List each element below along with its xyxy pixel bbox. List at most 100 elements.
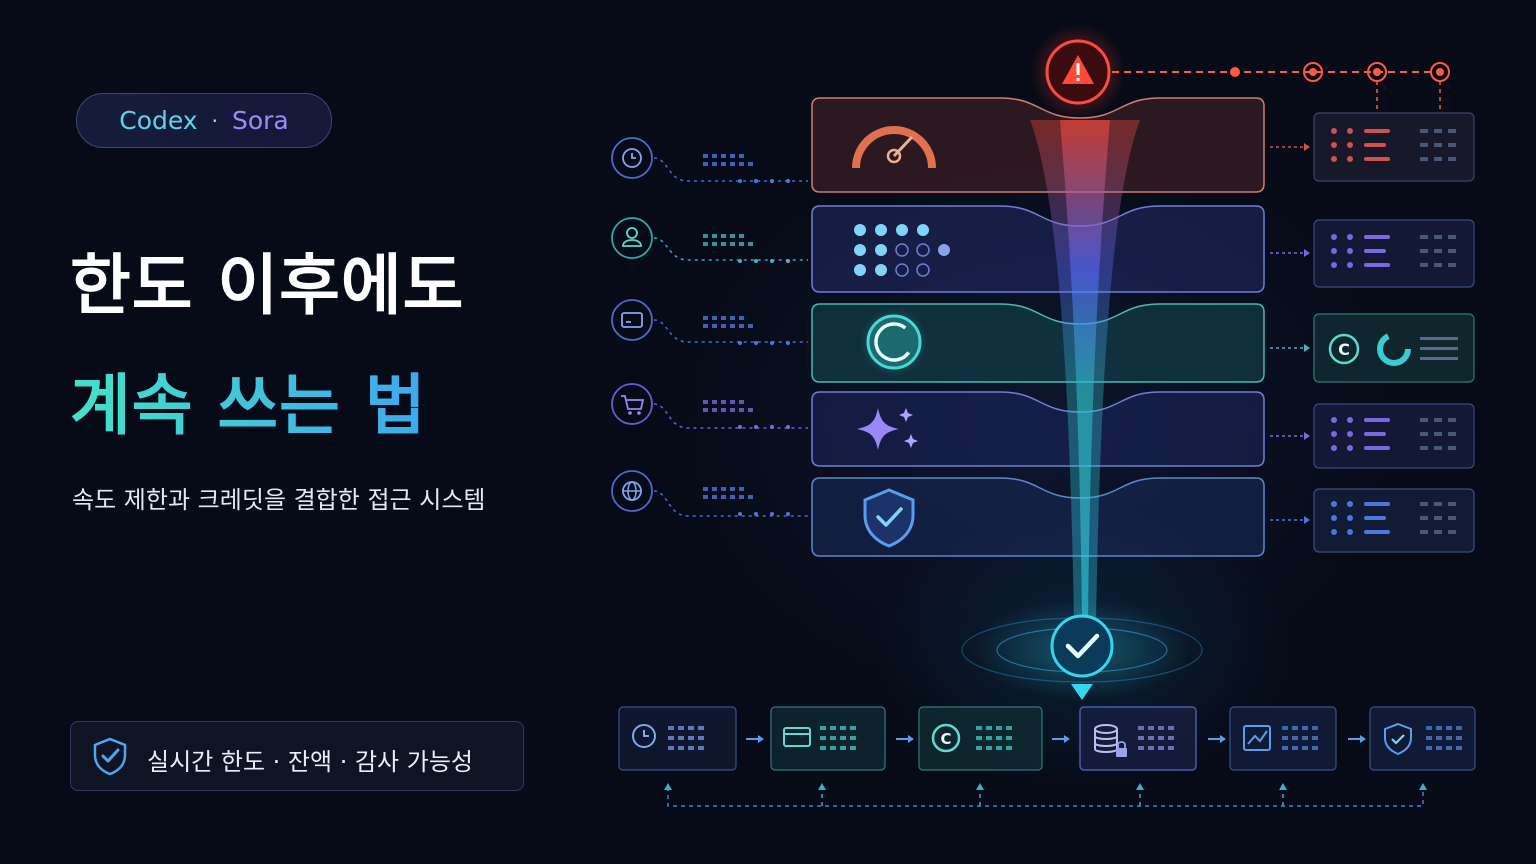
bar: [1420, 446, 1428, 450]
bar: [1434, 446, 1442, 450]
bar: [1420, 263, 1428, 267]
data-dot: [712, 487, 717, 491]
data-dot: [1168, 736, 1174, 740]
sparkle-icon: [857, 408, 918, 450]
data-dot: [770, 512, 774, 516]
arrow-head: [908, 735, 914, 743]
input-row-cart: [611, 383, 808, 429]
data-dot: [1168, 746, 1174, 750]
data-dot: [703, 408, 708, 412]
bar: [1364, 157, 1390, 161]
arrow-head: [758, 735, 764, 743]
bar: [1420, 418, 1428, 422]
data-dot: [739, 400, 744, 404]
data-dot: [739, 324, 744, 328]
data-dot: [698, 736, 704, 740]
data-dot: [820, 746, 826, 750]
data-dot: [976, 746, 982, 750]
bullet: [1331, 445, 1337, 451]
warning-icon: [1030, 24, 1126, 120]
bullet: [1347, 128, 1353, 134]
data-dot: [820, 736, 826, 740]
bullet: [1331, 529, 1337, 535]
data-dot: [703, 162, 708, 166]
data-dot: [1456, 736, 1462, 740]
data-dot: [1456, 746, 1462, 750]
bar: [1364, 418, 1390, 422]
bullet: [1347, 417, 1353, 423]
data-dot: [738, 425, 742, 429]
output-cards: C: [1313, 112, 1475, 553]
data-dot: [754, 341, 758, 345]
bullet: [1331, 515, 1337, 521]
data-dot: [712, 324, 717, 328]
data-dot: [721, 162, 726, 166]
data-dot: [1426, 746, 1432, 750]
data-dot: [1138, 726, 1144, 730]
data-dot: [738, 259, 742, 263]
bar: [1420, 530, 1428, 534]
data-dot: [830, 746, 836, 750]
arrow-head: [1304, 432, 1310, 440]
data-dot: [754, 259, 758, 263]
bar: [1448, 249, 1456, 253]
bar: [1434, 432, 1442, 436]
bar: [1434, 143, 1442, 147]
data-dot: [1158, 746, 1164, 750]
data-dot: [730, 234, 735, 238]
bar: [1448, 418, 1456, 422]
data-dot: [703, 154, 708, 158]
data-dot: [730, 400, 735, 404]
data-dot: [712, 408, 717, 412]
bar: [1434, 502, 1442, 506]
bar: [1434, 249, 1442, 253]
data-dot: [721, 400, 726, 404]
data-dot: [786, 512, 790, 516]
bar: [1448, 235, 1456, 239]
card-icon: [621, 312, 643, 328]
bullet: [1331, 128, 1337, 134]
data-dot: [1138, 736, 1144, 740]
data-dot: [738, 179, 742, 183]
pipeline-step-1: [618, 706, 737, 771]
data-dot: [668, 736, 674, 740]
bar: [1434, 530, 1442, 534]
data-dot: [1312, 726, 1318, 730]
data-dot: [840, 736, 846, 740]
data-dot: [703, 234, 708, 238]
data-dot: [830, 736, 836, 740]
data-dot: [850, 746, 856, 750]
input-row-globe: [611, 470, 808, 517]
data-dot: [678, 746, 684, 750]
feedback-loop: [664, 783, 1427, 807]
data-dot: [678, 736, 684, 740]
data-dot: [739, 242, 744, 246]
data-dot: [1302, 726, 1308, 730]
data-dot: [1148, 726, 1154, 730]
data-dot: [730, 408, 735, 412]
data-dot: [730, 162, 735, 166]
bar: [1420, 357, 1458, 360]
user-icon: [626, 227, 638, 239]
data-dot: [688, 746, 694, 750]
data-dot: [730, 324, 735, 328]
data-dot: [698, 746, 704, 750]
data-dot: [721, 495, 726, 499]
data-dot: [1006, 746, 1012, 750]
data-dot: [721, 242, 726, 246]
data-dot: [712, 495, 717, 499]
data-dot: [748, 408, 753, 412]
bar: [1420, 143, 1428, 147]
data-dot: [688, 736, 694, 740]
arrow-head: [1360, 735, 1366, 743]
output-card-5: [1313, 488, 1475, 553]
arrow-head: [1304, 143, 1310, 151]
bullet: [1347, 445, 1353, 451]
data-dot: [721, 316, 726, 320]
bar: [1448, 432, 1456, 436]
data-dot: [1148, 736, 1154, 740]
data-dot: [1446, 726, 1452, 730]
data-dot: [712, 162, 717, 166]
input-row-clock: [611, 137, 808, 182]
data-dot: [730, 242, 735, 246]
